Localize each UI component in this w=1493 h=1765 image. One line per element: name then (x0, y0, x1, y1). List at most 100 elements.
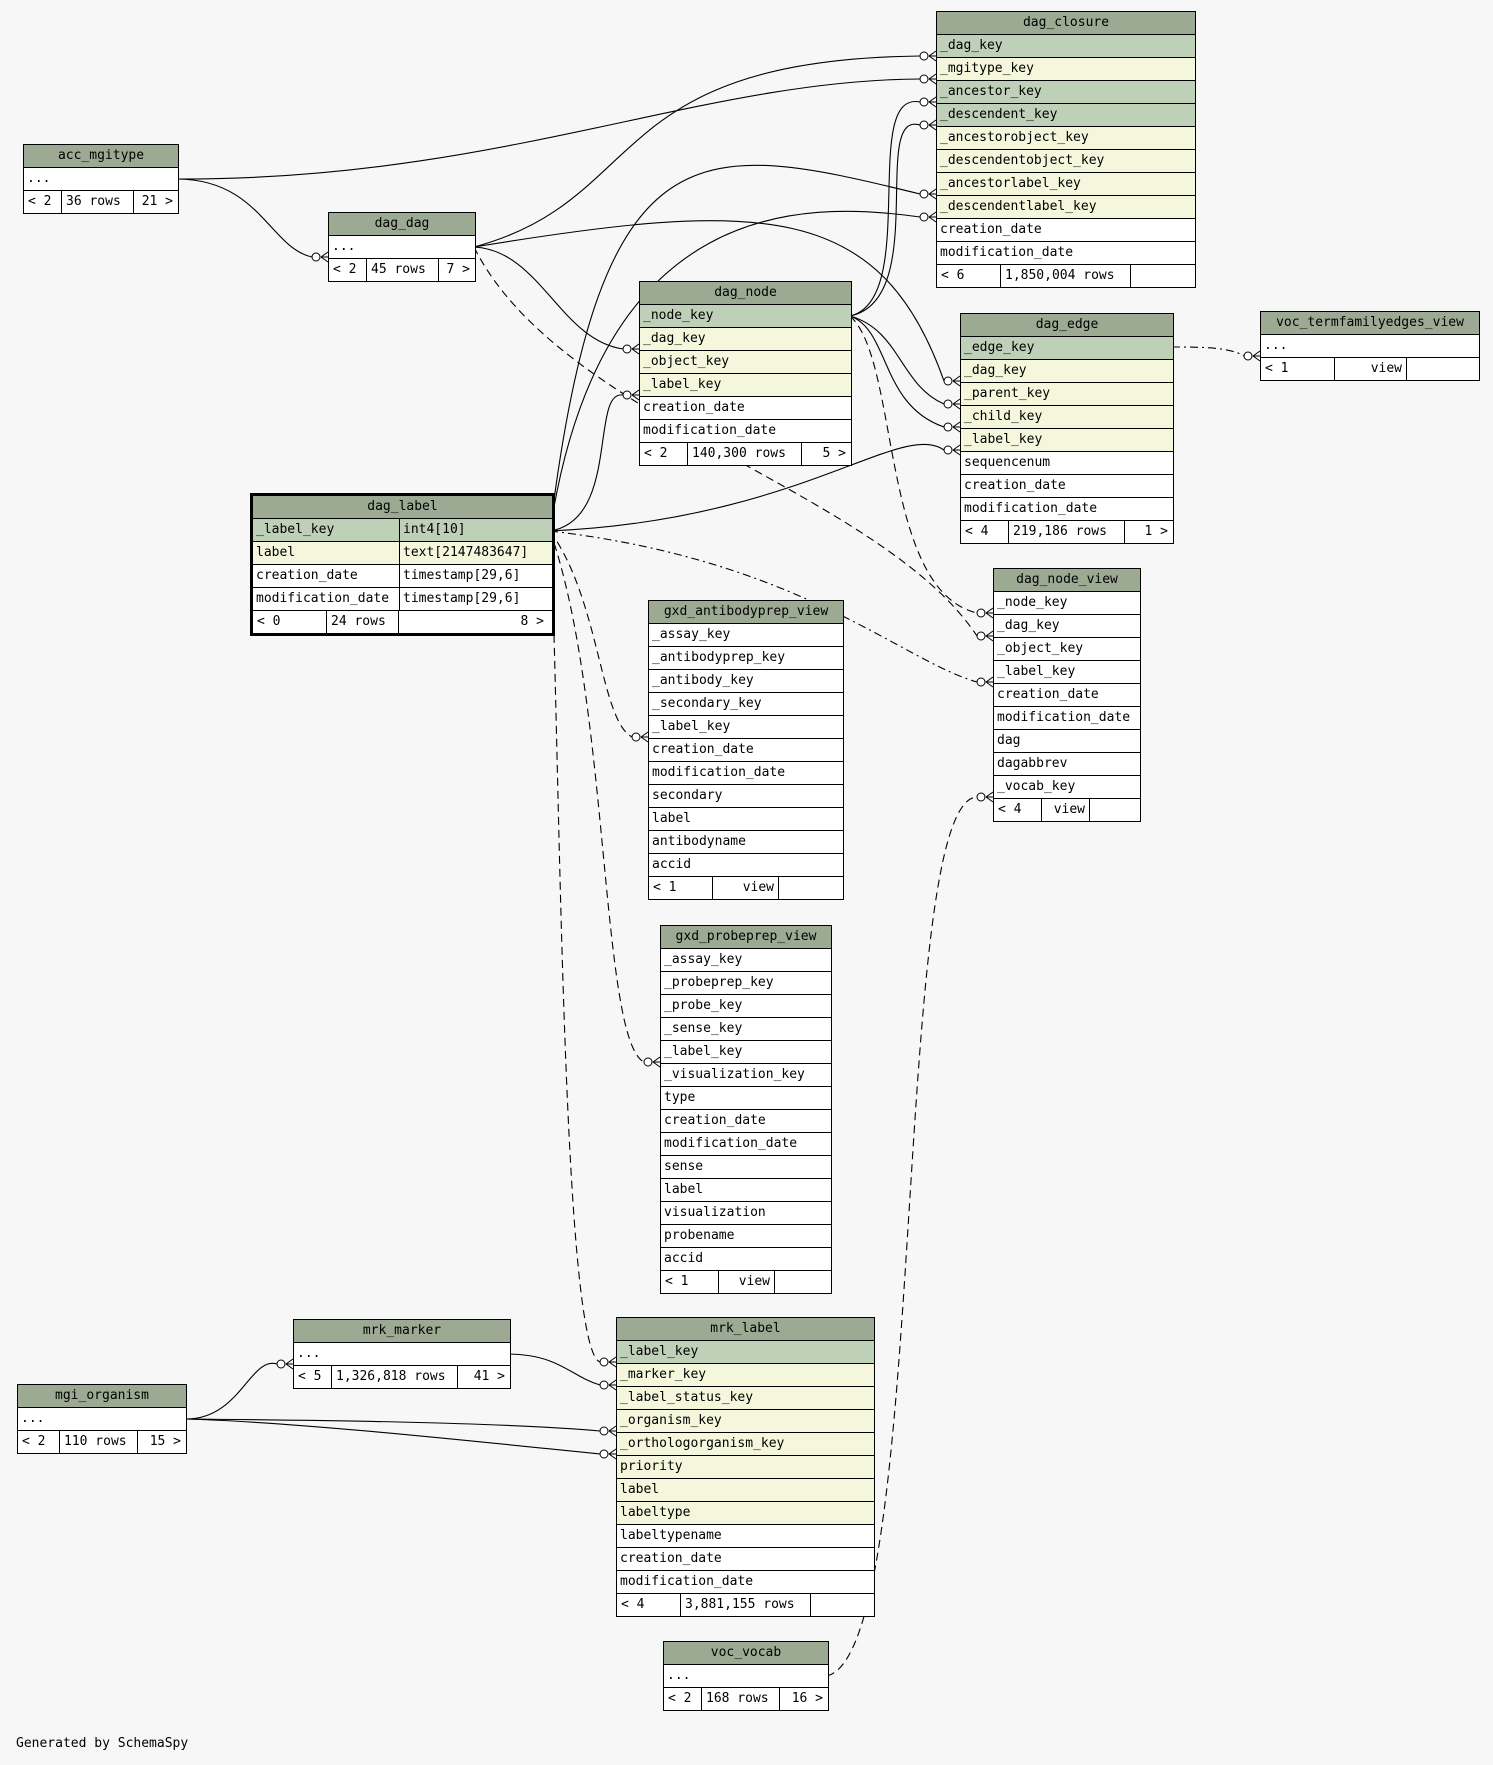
column-row[interactable]: _antibody_key (649, 670, 843, 693)
children-count[interactable]: 15 > (137, 1431, 185, 1453)
column-row[interactable]: modification_date (994, 707, 1140, 730)
column-row[interactable]: _dag_key (961, 360, 1173, 383)
column-row[interactable]: _sense_key (661, 1018, 831, 1041)
column-row[interactable]: _label_key (994, 661, 1140, 684)
column-row[interactable]: modification_date (617, 1571, 874, 1594)
column-row[interactable]: creation_date (617, 1548, 874, 1571)
column-row[interactable]: creation_date (640, 397, 851, 420)
table-header[interactable]: mrk_marker (294, 1320, 510, 1343)
children-count[interactable]: 8 > (398, 611, 548, 633)
column-row[interactable]: _node_key (994, 592, 1140, 615)
table-header[interactable]: dag_closure (937, 12, 1195, 35)
column-row[interactable]: modification_date (937, 242, 1195, 265)
table-header[interactable]: dag_dag (329, 213, 475, 236)
column-row[interactable]: antibodyname (649, 831, 843, 854)
column-row[interactable]: label (617, 1479, 874, 1502)
table-mrk-label[interactable]: mrk_label_label_key_marker_key_label_sta… (616, 1317, 875, 1617)
column-row[interactable]: _child_key (961, 406, 1173, 429)
column-row[interactable]: _object_key (994, 638, 1140, 661)
children-count[interactable]: 21 > (133, 191, 177, 213)
column-row[interactable]: _ancestor_key (937, 81, 1195, 104)
column-row[interactable]: _mgitype_key (937, 58, 1195, 81)
column-row[interactable]: _orthologorganism_key (617, 1433, 874, 1456)
column-row[interactable]: secondary (649, 785, 843, 808)
column-row[interactable]: _assay_key (661, 949, 831, 972)
column-row[interactable]: type (661, 1087, 831, 1110)
column-row[interactable]: _descendent_key (937, 104, 1195, 127)
parents-count[interactable]: < 6 (941, 268, 965, 283)
column-row[interactable]: modification_date (661, 1133, 831, 1156)
table-header[interactable]: dag_node (640, 282, 851, 305)
column-row[interactable]: dagabbrev (994, 753, 1140, 776)
children-count[interactable] (1406, 358, 1478, 380)
column-row[interactable]: _object_key (640, 351, 851, 374)
table-header[interactable]: acc_mgitype (24, 145, 178, 168)
column-row[interactable]: modification_date (640, 420, 851, 443)
column-row[interactable]: sense (661, 1156, 831, 1179)
parents-count[interactable]: < 1 (1265, 361, 1289, 376)
column-row[interactable]: ... (24, 168, 178, 191)
parents-count[interactable]: < 4 (621, 1597, 645, 1612)
column-row[interactable]: _vocab_key (994, 776, 1140, 799)
column-row[interactable]: probename (661, 1225, 831, 1248)
column-row[interactable]: _ancestorobject_key (937, 127, 1195, 150)
table-header[interactable]: dag_node_view (994, 569, 1140, 592)
column-row[interactable]: creation_date (994, 684, 1140, 707)
table-header[interactable]: dag_edge (961, 314, 1173, 337)
table-gxd-antibodyprep-view[interactable]: gxd_antibodyprep_view_assay_key_antibody… (648, 600, 844, 900)
table-header[interactable]: mrk_label (617, 1318, 874, 1341)
parents-count[interactable]: < 2 (644, 446, 668, 461)
children-count[interactable]: 16 > (779, 1688, 827, 1710)
children-count[interactable] (1130, 265, 1194, 287)
column-row[interactable]: priority (617, 1456, 874, 1479)
parents-count[interactable]: < 1 (653, 880, 677, 895)
column-row[interactable]: _probeprep_key (661, 972, 831, 995)
column-row[interactable]: _ancestorlabel_key (937, 173, 1195, 196)
column-row[interactable]: ... (18, 1408, 186, 1431)
column-row[interactable]: accid (649, 854, 843, 877)
column-row[interactable]: _antibodyprep_key (649, 647, 843, 670)
column-row[interactable]: label (661, 1179, 831, 1202)
table-header[interactable]: mgi_organism (18, 1385, 186, 1408)
column-row[interactable]: ... (329, 236, 475, 259)
column-row[interactable]: ... (664, 1665, 828, 1688)
column-row[interactable]: _assay_key (649, 624, 843, 647)
table-header[interactable]: gxd_probeprep_view (661, 926, 831, 949)
children-count[interactable] (1089, 799, 1139, 821)
table-dag-closure[interactable]: dag_closure_dag_key_mgitype_key_ancestor… (936, 11, 1196, 288)
column-row[interactable]: _secondary_key (649, 693, 843, 716)
column-row[interactable]: modification_date (961, 498, 1173, 521)
parents-count[interactable]: < 4 (965, 524, 989, 539)
children-count[interactable] (778, 877, 842, 899)
parents-count[interactable]: < 4 (998, 802, 1022, 817)
parents-count[interactable]: < 2 (668, 1691, 692, 1706)
column-row[interactable]: creation_date (937, 219, 1195, 242)
column-row[interactable]: _edge_key (961, 337, 1173, 360)
column-row[interactable]: _parent_key (961, 383, 1173, 406)
column-row[interactable]: _probe_key (661, 995, 831, 1018)
column-row[interactable]: sequencenum (961, 452, 1173, 475)
column-row[interactable]: modification_date (649, 762, 843, 785)
table-header[interactable]: dag_label (253, 496, 552, 519)
column-row[interactable]: _dag_key (937, 35, 1195, 58)
column-row[interactable]: labeltypename (617, 1525, 874, 1548)
column-row[interactable]: _label_key (961, 429, 1173, 452)
column-row[interactable]: _descendentlabel_key (937, 196, 1195, 219)
table-header[interactable]: gxd_antibodyprep_view (649, 601, 843, 624)
parents-count[interactable]: < 0 (257, 614, 281, 629)
children-count[interactable] (774, 1271, 830, 1293)
parents-count[interactable]: < 1 (665, 1274, 689, 1289)
column-row[interactable]: creation_date (649, 739, 843, 762)
column-row[interactable]: creation_date (961, 475, 1173, 498)
column-row[interactable]: _label_status_key (617, 1387, 874, 1410)
